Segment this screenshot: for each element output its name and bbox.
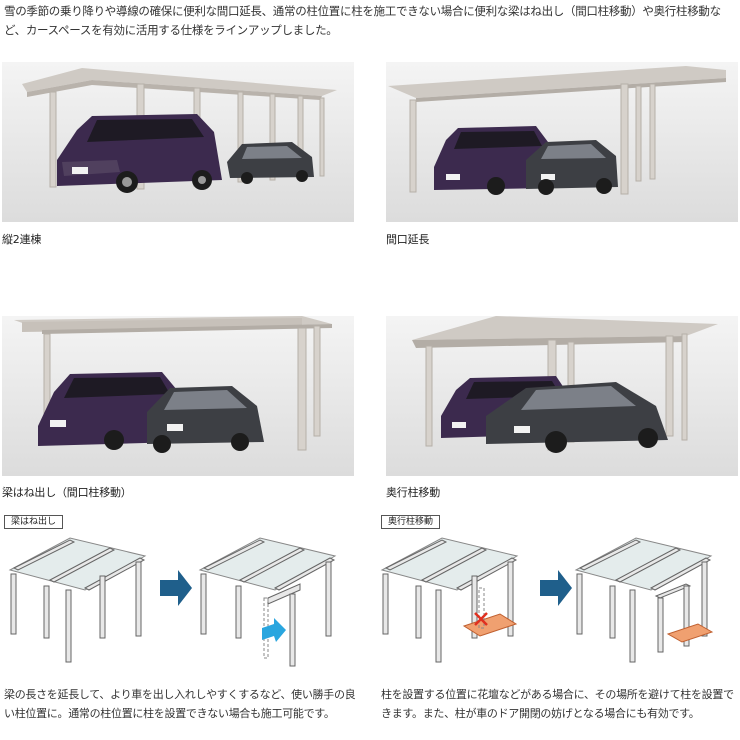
tag-beam-overhang: 梁はね出し [4,515,64,529]
cross-icon [474,612,488,626]
flowerbed-after [666,623,714,643]
description-depth-post-shift: 柱を設置する位置に花壇などがある場合に、その場所を避けて柱を設置できます。また、… [381,688,734,720]
carport-before-depth [380,537,519,663]
carport-after-depth [574,537,713,663]
tag-depth-post-shift: 奥行柱移動 [381,515,441,529]
photo-beam-overhang [2,316,354,476]
carport-before [8,537,147,663]
intro-text: 雪の季節の乗り降りや導線の確保に便利な間口延長、通常の柱位置に柱を施工できない場… [4,4,721,37]
photo-caption-3: 梁はね出し（間口柱移動） [2,486,132,499]
diagram-depth-post-shift [380,537,714,663]
photo-tandem-carport [2,62,354,222]
gray-car [227,142,314,184]
purple-car [57,114,222,193]
step-arrow-icon [160,570,192,606]
post-shift-arrow-icon [262,618,286,642]
photo-caption-1: 縦2連棟 [2,233,42,246]
photo-caption-4: 奥行柱移動 [386,486,440,499]
photo-depth-post-shift [386,316,738,476]
flowerbed-before [462,613,518,637]
carport-after [198,537,337,667]
photo-caption-2: 間口延長 [386,233,430,246]
step-arrow-icon-2 [540,570,572,606]
description-beam-overhang: 梁の長さを延長して、より車を出し入れしやすくするなど、使い勝手の良い柱位置に。通… [4,688,356,720]
photo-frontage-extension [386,62,738,222]
diagram-beam-overhang [8,537,337,667]
